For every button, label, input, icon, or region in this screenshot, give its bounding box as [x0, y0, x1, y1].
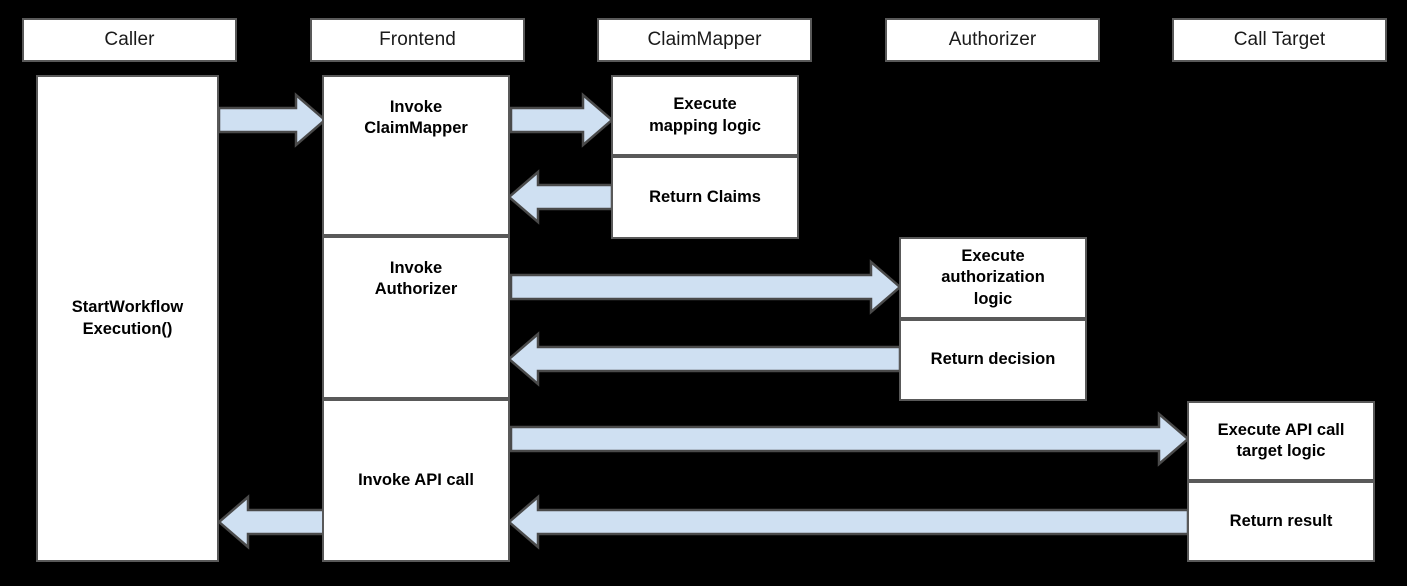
- message-arrow-frontend-to-calltarget: [509, 411, 1190, 467]
- activation-claimmapper-return-claims: Return Claims: [611, 156, 799, 239]
- participant-header-frontend: Frontend: [310, 18, 525, 62]
- participant-label-calltarget: Call Target: [1233, 29, 1326, 50]
- participant-label-caller: Caller: [104, 29, 155, 50]
- message-arrow-caller-to-frontend: [217, 92, 327, 148]
- participant-header-authorizer: Authorizer: [885, 18, 1100, 62]
- participant-label-authorizer: Authorizer: [948, 29, 1037, 50]
- message-arrow-calltarget-to-frontend: [507, 494, 1190, 550]
- participant-label-claimmapper: ClaimMapper: [647, 29, 762, 50]
- activation-frontend-invoke-api-call: Invoke API call: [322, 399, 510, 562]
- message-arrow-frontend-to-claimmapper: [509, 92, 614, 148]
- participant-header-calltarget: Call Target: [1172, 18, 1387, 62]
- activation-label-frontend-2: Invoke API call: [358, 470, 474, 489]
- activation-calltarget-return-result: Return result: [1187, 481, 1375, 562]
- activation-label-authorizer-1: Return decision: [930, 350, 1056, 369]
- activation-label-calltarget-1: Return result: [1229, 511, 1333, 530]
- message-arrow-frontend-to-caller: [217, 494, 327, 550]
- participant-header-claimmapper: ClaimMapper: [597, 18, 812, 62]
- message-arrow-frontend-to-authorizer: [509, 259, 902, 315]
- message-arrow-authorizer-to-frontend: [507, 331, 902, 387]
- activation-label-claimmapper-1: Return Claims: [649, 187, 761, 206]
- participant-label-frontend: Frontend: [379, 29, 456, 50]
- message-arrow-claimmapper-to-frontend: [507, 169, 614, 225]
- participant-header-caller: Caller: [22, 18, 237, 62]
- activation-authorizer-return-decision: Return decision: [899, 319, 1087, 401]
